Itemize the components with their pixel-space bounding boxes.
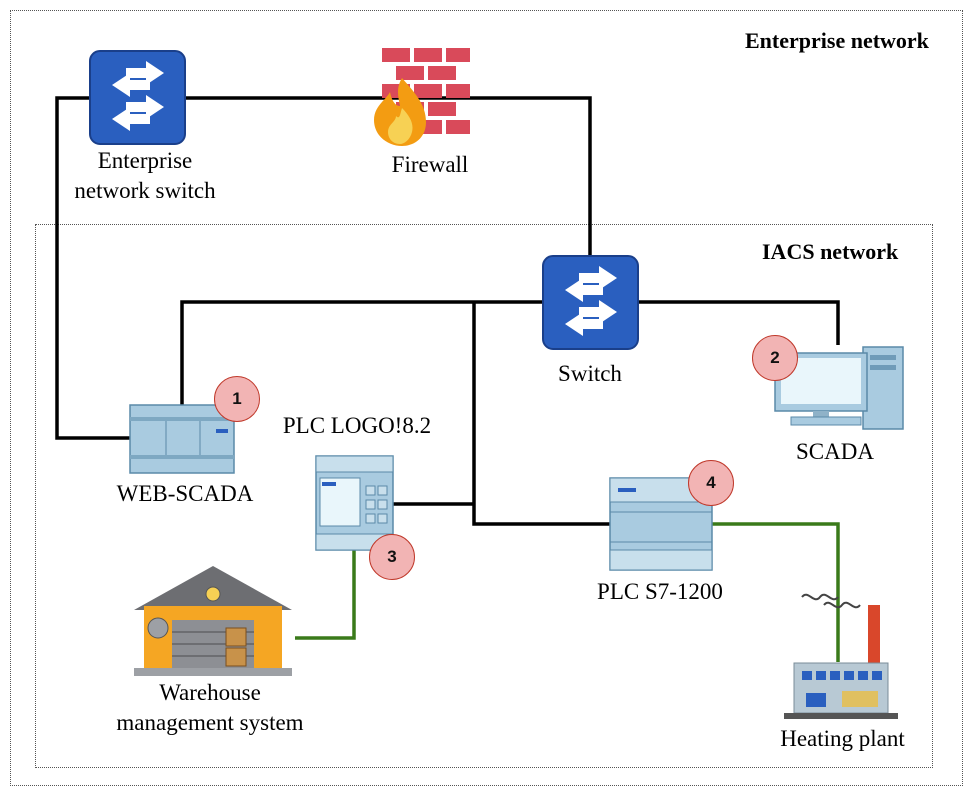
switch-label: Switch [558, 361, 622, 386]
warehouse-label: Warehouse management system [95, 678, 325, 738]
switch-icon [542, 255, 639, 350]
enterprise-switch-label-line2: network switch [74, 178, 216, 203]
firewall-icon [374, 48, 470, 146]
badge-web-scada: 1 [214, 376, 260, 422]
firewall-label: Firewall [391, 152, 469, 177]
iacs-network-zone [35, 224, 933, 768]
plc-s7-label: PLC S7-1200 [597, 579, 723, 604]
fieldbus-links [295, 522, 840, 662]
ethernet-links [55, 96, 840, 526]
warehouse-label-line1: Warehouse [159, 680, 261, 705]
badge-scada: 2 [752, 335, 798, 381]
web-scada-device-icon [129, 404, 235, 474]
enterprise-network-zone [10, 10, 963, 786]
link-plclogo-warehouse [295, 550, 356, 640]
warehouse-icon [134, 566, 292, 676]
enterprise-switch-label: Enterprise network switch [60, 146, 230, 206]
plc-logo-device-icon [315, 455, 394, 551]
link-switch-plcs7 [472, 302, 610, 526]
plc-logo-label: PLC LOGO!8.2 [282, 413, 432, 438]
web-scada-label: WEB-SCADA [116, 481, 254, 506]
enterprise-switch-label-line1: Enterprise [97, 148, 193, 173]
heating-plant-label: Heating plant [780, 726, 905, 751]
link-plcs7-heating [712, 522, 840, 662]
scada-label: SCADA [796, 439, 874, 464]
link-enterprise-switch-firewall [185, 96, 592, 258]
enterprise-switch-icon [89, 50, 186, 145]
badge-plc-logo: 3 [369, 534, 415, 580]
badge-plc-s7: 4 [688, 460, 734, 506]
enterprise-network-title: Enterprise network [745, 28, 929, 53]
warehouse-label-line2: management system [116, 710, 304, 735]
link-switch-scada [638, 300, 840, 345]
link-switch-webscada [180, 300, 543, 405]
link-enterprise-switch-webscada [55, 96, 130, 440]
heating-plant-icon [784, 593, 898, 719]
iacs-network-title: IACS network [762, 239, 899, 264]
